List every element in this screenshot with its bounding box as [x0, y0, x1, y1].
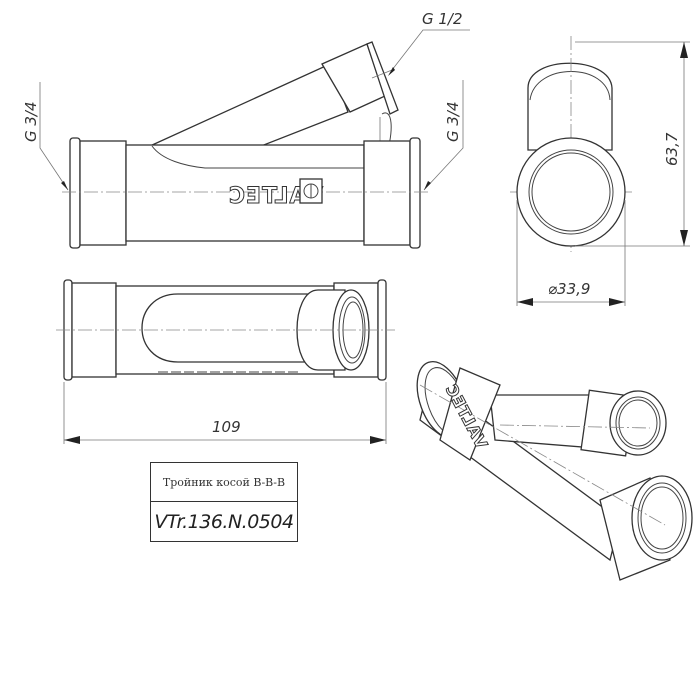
length-dimension: 109 — [212, 418, 241, 436]
height-dimension: 63,7 — [663, 132, 681, 166]
thread-branch-label: G 1/2 — [422, 10, 463, 28]
thread-right-label: G 3/4 — [444, 101, 462, 142]
isometric-view: VALTEC — [416, 361, 693, 581]
top-view — [56, 279, 395, 444]
part-title: Тройник косой В-В-В — [151, 463, 297, 502]
side-view — [510, 36, 690, 306]
thread-left-label: G 3/4 — [22, 101, 40, 142]
diameter-dimension: ⌀33,9 — [548, 280, 590, 298]
front-view: VALTEC — [39, 29, 470, 249]
part-number: VTr.136.N.0504 — [154, 510, 294, 533]
title-block: Тройник косой В-В-В VTr.136.N.0504 — [150, 462, 298, 542]
